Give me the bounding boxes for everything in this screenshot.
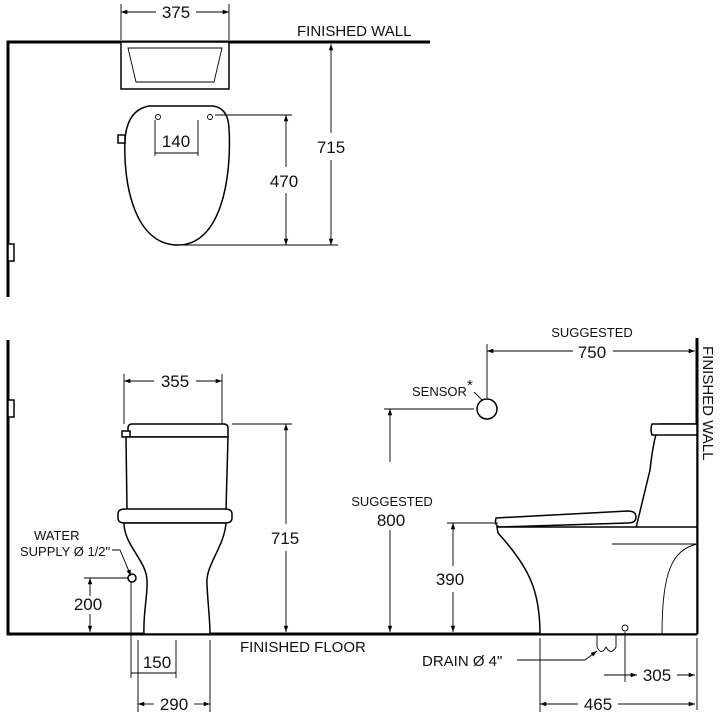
dim-bolt-spacing: 140: [154, 120, 199, 156]
dim-rough-in: 305: [604, 632, 698, 710]
sensor-asterisk: *: [467, 377, 473, 394]
side-finished-wall-label: FINISHED WALL: [699, 346, 716, 460]
dim-sensor-height-suggested: SUGGESTED: [351, 494, 433, 509]
plan-wall-tab: [7, 243, 15, 262]
dim-tank-width-plan-value: 375: [162, 3, 190, 22]
drain-label: DRAIN Ø 4": [422, 653, 502, 670]
dim-seat-height-value: 390: [436, 570, 464, 589]
dim-drain-offset-value: 465: [584, 695, 612, 714]
dim-tank-width-plan: 375: [120, 3, 230, 40]
plan-seat: [117, 105, 231, 246]
dim-outlet-width: 150: [130, 582, 177, 678]
sensor-callout: SENSOR *: [412, 377, 498, 420]
plan-finished-wall-label: FINISHED WALL: [297, 23, 411, 40]
sensor-icon: [476, 398, 498, 420]
dim-overall-height-value: 715: [271, 529, 299, 548]
dim-base-width-value: 290: [160, 695, 188, 714]
elevation-wall-tab: [7, 399, 15, 418]
dim-base-width: 290: [137, 640, 211, 714]
dim-sensor-height-value: 800: [377, 511, 405, 530]
dim-sensor-height: SUGGESTED 800: [351, 408, 474, 632]
dim-drain-offset: 465: [539, 638, 695, 714]
dim-tank-width-front-value: 355: [161, 372, 189, 391]
water-supply-callout: WATER SUPPLY Ø 1/2" 200: [20, 528, 132, 632]
sensor-label: SENSOR: [412, 384, 467, 399]
dim-overall-depth-value: 715: [317, 138, 345, 157]
front-view-toilet: [117, 423, 233, 635]
water-supply-line1: WATER: [34, 528, 80, 543]
dim-bolt-spacing-value: 140: [162, 132, 190, 151]
dim-rough-in-value: 305: [643, 666, 671, 685]
dim-overall-height: 715: [232, 423, 299, 632]
drain-callout: DRAIN Ø 4": [422, 650, 598, 670]
dim-overall-depth: 715: [292, 44, 345, 246]
plan-wall-line: [6, 40, 430, 297]
dim-outlet-width-value: 150: [143, 653, 171, 672]
finished-floor-label: FINISHED FLOOR: [240, 639, 366, 656]
dim-water-height-value: 200: [74, 595, 102, 614]
plan-view: FINISHED WALL 375 140: [6, 3, 430, 297]
dim-tank-width-front: 355: [123, 372, 223, 424]
dim-sensor-offset-value: 750: [578, 343, 606, 362]
dim-sensor-offset: SUGGESTED 750: [486, 325, 695, 398]
dim-bowl-length-value: 470: [270, 172, 298, 191]
dim-bowl-length: 470: [180, 114, 298, 246]
dim-seat-height: 390: [436, 522, 498, 632]
water-supply-line2: SUPPLY Ø 1/2": [20, 544, 111, 559]
side-view-toilet: [494, 423, 698, 652]
dim-sensor-offset-suggested: SUGGESTED: [551, 325, 633, 340]
elevation-floor-line: [6, 340, 697, 636]
plan-tank: [120, 41, 230, 90]
elevation-views: FINISHED FLOOR FINISHED WALL 355 715: [6, 325, 716, 714]
